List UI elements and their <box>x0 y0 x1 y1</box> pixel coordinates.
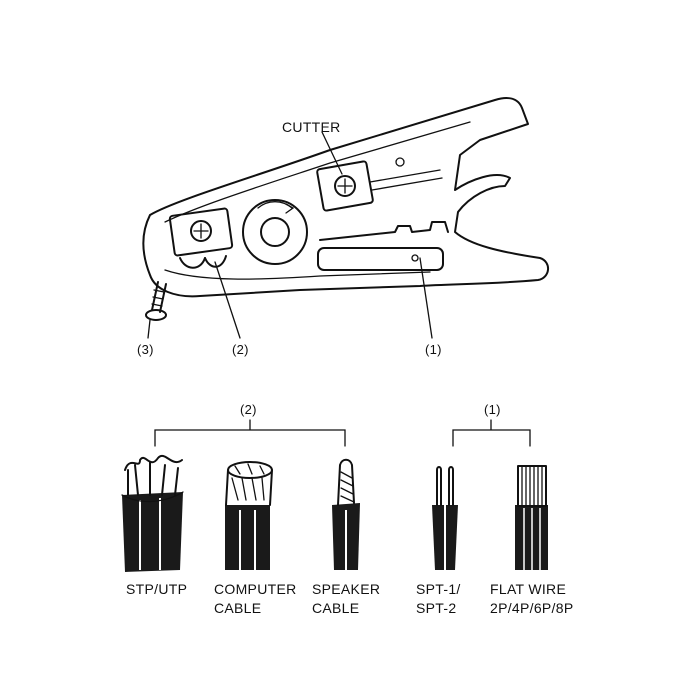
cable-computer <box>225 461 273 570</box>
tool-body-outline <box>142 97 549 298</box>
cable-stp-utp <box>121 455 184 572</box>
cable-flat-wire <box>515 465 548 570</box>
group-2-label: (2) <box>240 402 257 417</box>
group-1-label: (1) <box>484 402 501 417</box>
group-1-bracket <box>452 419 531 447</box>
adjustment-screw <box>145 281 167 321</box>
callout-2-leader <box>214 261 241 339</box>
tool-lower-rim <box>164 269 431 280</box>
cable-label-speaker-1: SPEAKER <box>312 581 380 597</box>
cable-label-spt-1: SPT-1/ <box>416 581 461 597</box>
callout-1-leader <box>419 257 433 339</box>
cutter-label: CUTTER <box>282 119 341 135</box>
group-2-bracket <box>154 419 346 447</box>
rotating-dial <box>242 199 308 265</box>
callout-2: (2) <box>232 342 249 357</box>
cutter-leader <box>321 131 343 175</box>
cable-label-flat-1: FLAT WIRE <box>490 581 566 597</box>
cable-label-spt-2: SPT-2 <box>416 600 456 616</box>
cable-label-speaker-2: CABLE <box>312 600 359 616</box>
cable-label-computer-1: COMPUTER <box>214 581 297 597</box>
blade-block-left <box>168 207 234 269</box>
cable-spt <box>432 466 458 570</box>
stripping-slot <box>317 221 449 271</box>
cutter-block <box>316 157 443 212</box>
callout-1: (1) <box>425 342 442 357</box>
stripper-tool <box>142 97 549 339</box>
cable-label-stp-utp: STP/UTP <box>126 581 187 597</box>
cable-label-computer-2: CABLE <box>214 600 261 616</box>
cable-label-flat-2: 2P/4P/6P/8P <box>490 600 573 616</box>
callout-3: (3) <box>137 342 154 357</box>
callout-3-leader <box>147 319 151 339</box>
cable-speaker <box>332 458 360 570</box>
